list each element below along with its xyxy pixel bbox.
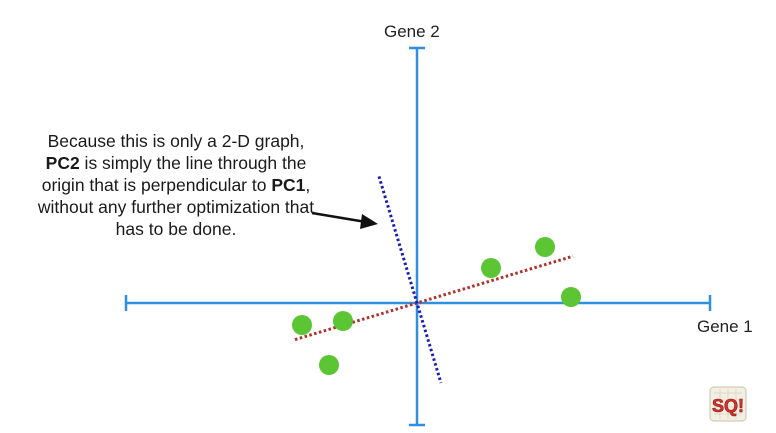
y-axis-label: Gene 2 — [384, 22, 440, 41]
x-axis-label: Gene 1 — [697, 317, 753, 336]
statquest-logo-icon: SQ! — [709, 386, 747, 422]
pc1-label: PC1 — [271, 175, 306, 195]
pc1-line — [294, 254, 574, 342]
pc2-label: PC2 — [45, 153, 80, 173]
pc2-line — [377, 176, 443, 384]
data-point — [561, 287, 581, 307]
annotation-arrow — [311, 211, 378, 229]
annotation-part3: , without any further optimization that … — [37, 175, 315, 239]
data-point — [535, 237, 555, 257]
annotation-text: Because this is only a 2-D graph, PC2 is… — [30, 130, 322, 240]
data-point — [333, 311, 353, 331]
annotation-part1: Because this is only a 2-D graph, — [47, 131, 305, 151]
data-point — [319, 355, 339, 375]
logo-text: SQ! — [712, 396, 744, 416]
principal-component-lines — [294, 176, 574, 384]
annotation-part2: is simply the line through the origin th… — [41, 153, 307, 195]
data-point — [292, 315, 312, 335]
data-point — [481, 258, 501, 278]
data-points — [292, 237, 581, 375]
